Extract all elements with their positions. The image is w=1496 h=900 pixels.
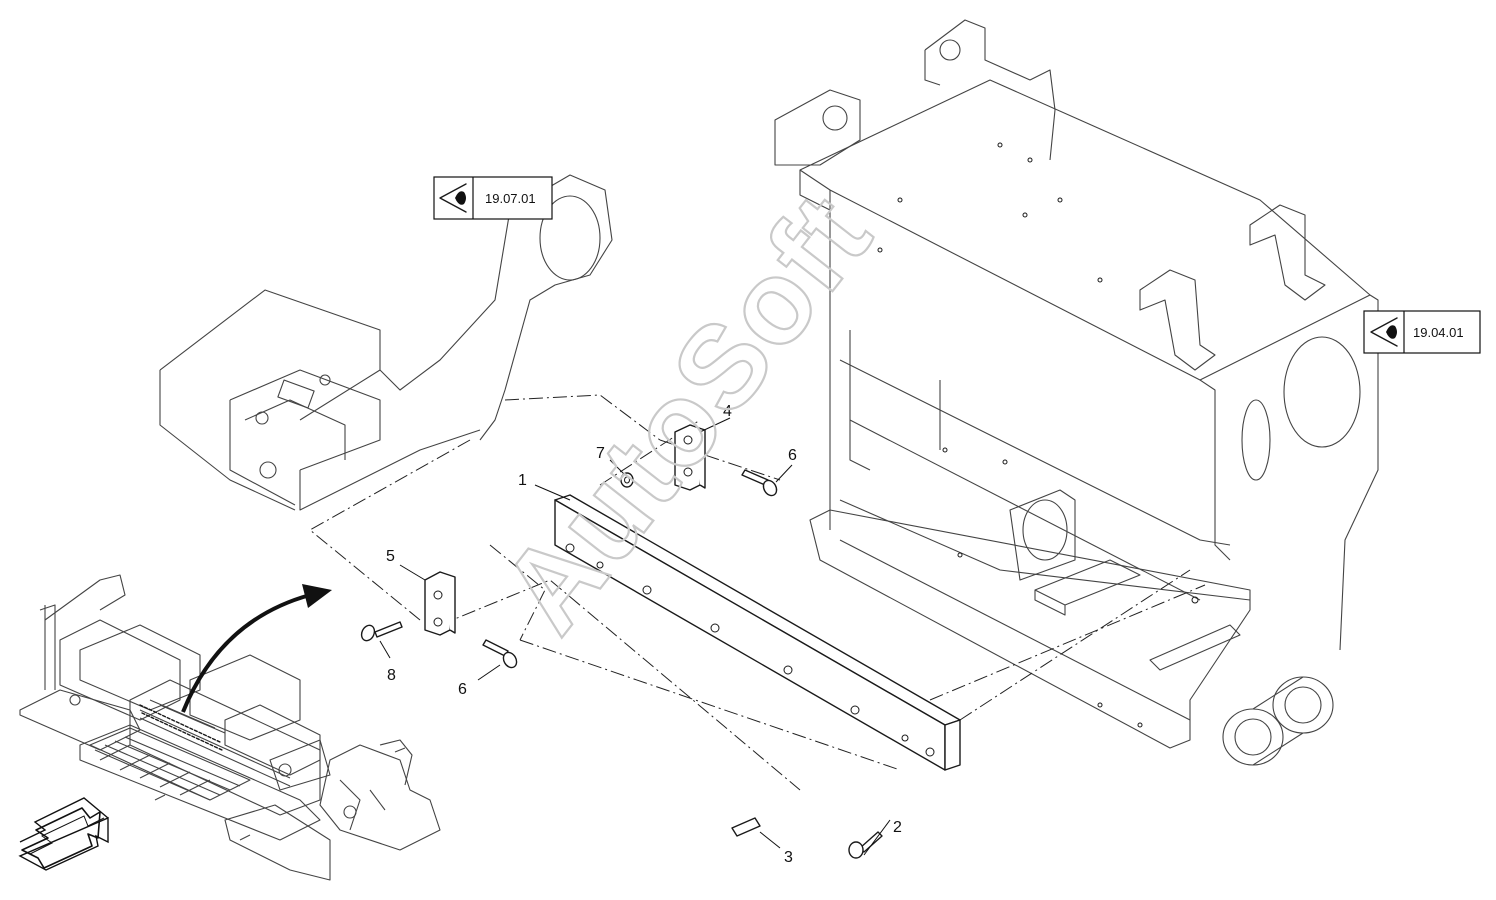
curved-arrow-icon <box>181 584 332 713</box>
reference-label: 19.04.01 <box>1413 325 1464 340</box>
side-arm-outline <box>159 174 613 511</box>
clamp-plate-part-4 <box>674 424 706 491</box>
reference-box-19-07-01[interactable]: 19.07.01 <box>433 176 553 220</box>
leader-lines <box>379 417 891 856</box>
eye-view-icon <box>439 183 467 213</box>
washer-part-7 <box>620 472 634 488</box>
callout-5: 5 <box>386 548 395 565</box>
callout-numbers: 1 2 3 4 5 6 6 7 8 <box>386 403 902 866</box>
callout-8: 8 <box>387 667 396 684</box>
callout-2: 2 <box>893 819 902 836</box>
callout-4: 4 <box>723 403 732 420</box>
bolt-part-2 <box>848 831 883 859</box>
mounting-bar-part <box>554 494 961 771</box>
view-direction-arrow-icon <box>18 797 109 871</box>
reference-box-19-04-01[interactable]: 19.04.01 <box>1363 310 1481 354</box>
callout-1: 1 <box>518 472 527 489</box>
pin-part-3 <box>731 817 761 837</box>
machine-overview-thumbnail <box>19 574 441 881</box>
bolt-part-8 <box>360 621 403 642</box>
clamp-plate-part-5 <box>424 571 456 636</box>
callout-7: 7 <box>596 445 605 462</box>
main-frame-outline <box>774 19 1379 766</box>
callout-6a: 6 <box>788 447 797 464</box>
reference-label: 19.07.01 <box>485 191 536 206</box>
bolt-part-6a <box>741 469 778 497</box>
bolt-part-6b <box>482 639 518 669</box>
callout-3: 3 <box>784 849 793 866</box>
callout-6b: 6 <box>458 681 467 698</box>
eye-view-icon <box>1370 317 1398 347</box>
